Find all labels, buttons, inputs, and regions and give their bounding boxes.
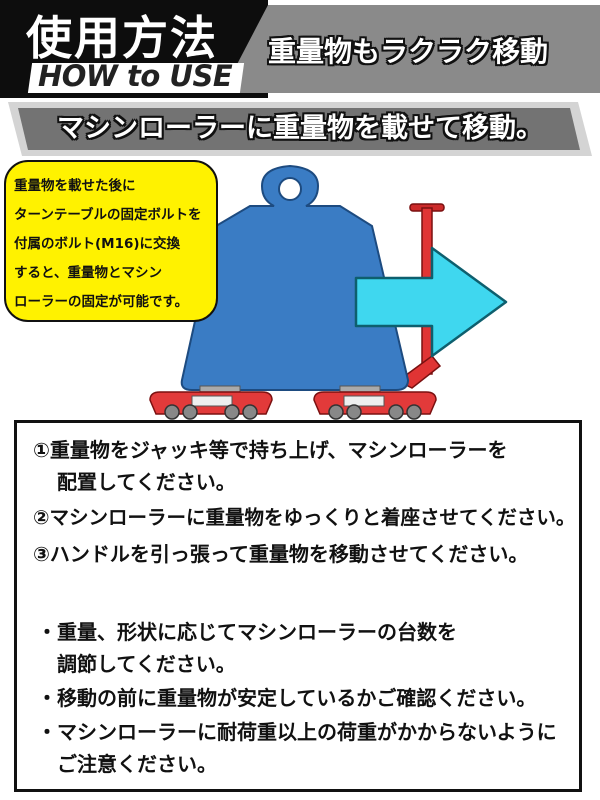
step-3: ③ハンドルを引っ張って重量物を移動させてください。 [33,542,529,566]
caution-3: ・マシンローラーに耐荷重以上の荷重がかからないように [37,720,557,744]
step-1: ①重量物をジャッキ等で持ち上げ、マシンローラーを [33,438,508,462]
note-line: ターンテーブルの固定ボルトを [14,207,202,223]
step-2: ②マシンローラーに重量物をゆっくりと着座させてください。 [33,506,576,529]
note-line: ローラーの固定が可能です。 [14,294,189,310]
note-line: 付属のボルト(M16)に交換 [14,236,181,252]
page-title: 使用方法 [26,11,218,65]
caution-3-continued: ご注意ください。 [57,752,217,776]
caution-2: ・移動の前に重量物が安定しているかご確認ください。 [37,686,537,710]
instructions-box: ①重量物をジャッキ等で持ち上げ、マシンローラーを 配置してください。 ②マシンロ… [14,420,582,792]
caution-1: ・重量、形状に応じてマシンローラーの台数を [37,620,457,644]
step-1-continued: 配置してください。 [57,470,236,494]
page-subtitle: HOW to USE [38,59,233,93]
note-line: すると、重量物とマシン [14,265,162,281]
banner-text: マシンローラーに重量物を載せて移動。 [57,113,543,144]
tagline: 重量物もラクラク移動 [268,35,549,68]
note-line: 重量物を載せた後に [14,178,136,194]
banner-panel [18,108,580,150]
bolt-note: 重量物を載せた後に ターンテーブルの固定ボルトを 付属のボルト(M16)に交換 … [4,160,218,322]
machine-roller-right-icon [313,385,437,420]
machine-roller-illustration [149,164,508,420]
move-arrow-icon [354,246,508,358]
header: 使用方法 HOW to USE 重量物もラクラク移動 [0,0,600,98]
header-tagline-panel [222,5,600,93]
weight-icon [180,164,410,391]
machine-roller-left-icon [149,385,273,420]
caution-1-continued: 調節してください。 [57,652,236,676]
